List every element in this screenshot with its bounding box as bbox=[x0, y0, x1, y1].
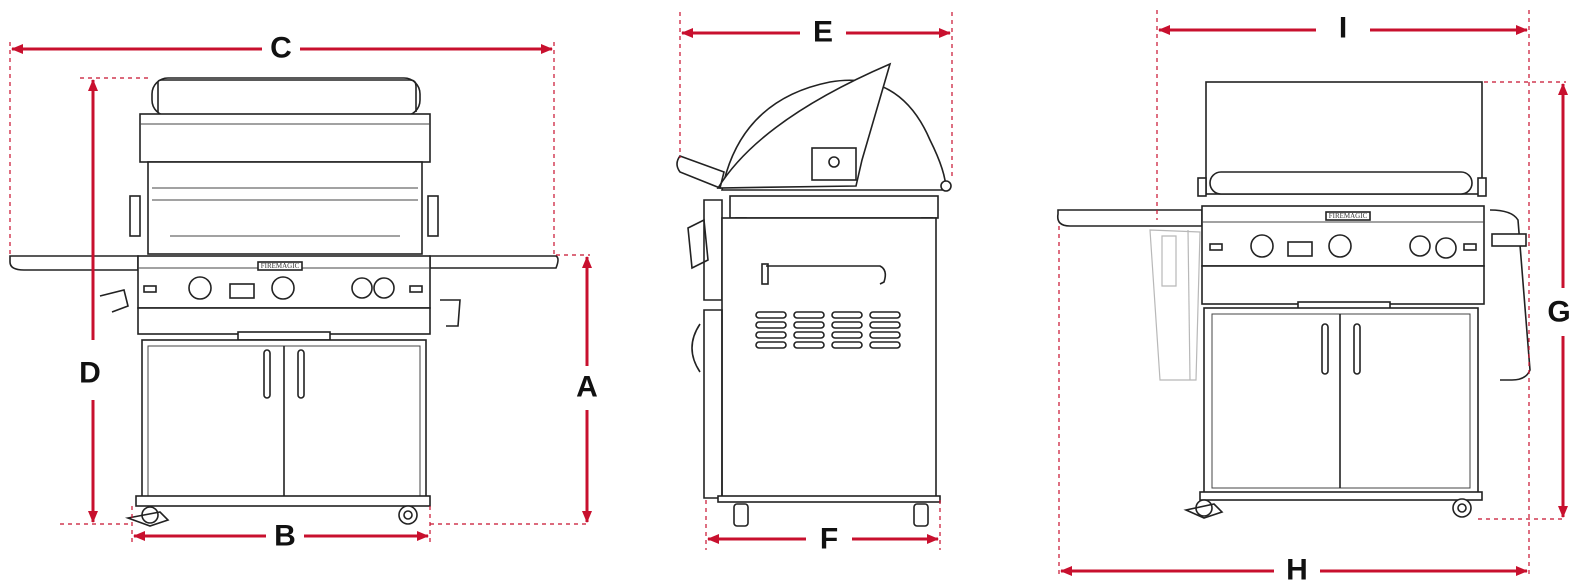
grill-lid bbox=[129, 77, 439, 255]
dimension-label-f: F bbox=[820, 523, 838, 556]
burner-knob bbox=[188, 276, 212, 300]
dimension-label-c: C bbox=[270, 32, 292, 65]
control-panel-3: FIREMAGIC bbox=[1201, 205, 1485, 311]
burner-knob bbox=[271, 276, 295, 300]
caster-wheel bbox=[913, 503, 929, 527]
dimension-label-h: H bbox=[1286, 554, 1308, 585]
dimension-label-b: B bbox=[274, 520, 296, 553]
grill-lid-3 bbox=[1197, 81, 1487, 197]
extension-lines bbox=[9, 10, 1566, 576]
dimension-label-i: I bbox=[1339, 12, 1347, 45]
dimension-label-g: G bbox=[1547, 296, 1570, 329]
grill-body-side bbox=[687, 195, 941, 527]
burner-knob bbox=[1435, 237, 1457, 259]
caster-wheel bbox=[733, 503, 749, 527]
brand-badge: FIREMAGIC bbox=[261, 262, 300, 270]
burner-knob bbox=[351, 277, 373, 299]
front-view: FIREMAGIC bbox=[9, 77, 559, 527]
grill-lid-side bbox=[676, 62, 952, 192]
burner-knob bbox=[1328, 234, 1352, 258]
burner-knob bbox=[373, 277, 395, 299]
cart-base bbox=[124, 339, 431, 527]
burner-knob bbox=[1409, 235, 1431, 257]
dimension-labels: C D A B E F I G H bbox=[79, 12, 1571, 585]
dimension-label-d: D bbox=[79, 357, 101, 390]
brand-badge: FIREMAGIC bbox=[1329, 212, 1368, 220]
dimension-label-a: A bbox=[576, 371, 598, 404]
side-shelves bbox=[9, 255, 559, 327]
dimension-arrows bbox=[11, 25, 1568, 576]
burner-knob bbox=[1250, 234, 1274, 258]
dimension-label-e: E bbox=[813, 16, 833, 49]
side-view bbox=[676, 62, 952, 527]
front-view-with-side-shelf: FIREMAGIC bbox=[1056, 81, 1531, 519]
side-shelves-3 bbox=[1056, 209, 1531, 381]
cart-base-3 bbox=[1183, 307, 1483, 519]
control-panel: FIREMAGIC bbox=[137, 255, 431, 341]
